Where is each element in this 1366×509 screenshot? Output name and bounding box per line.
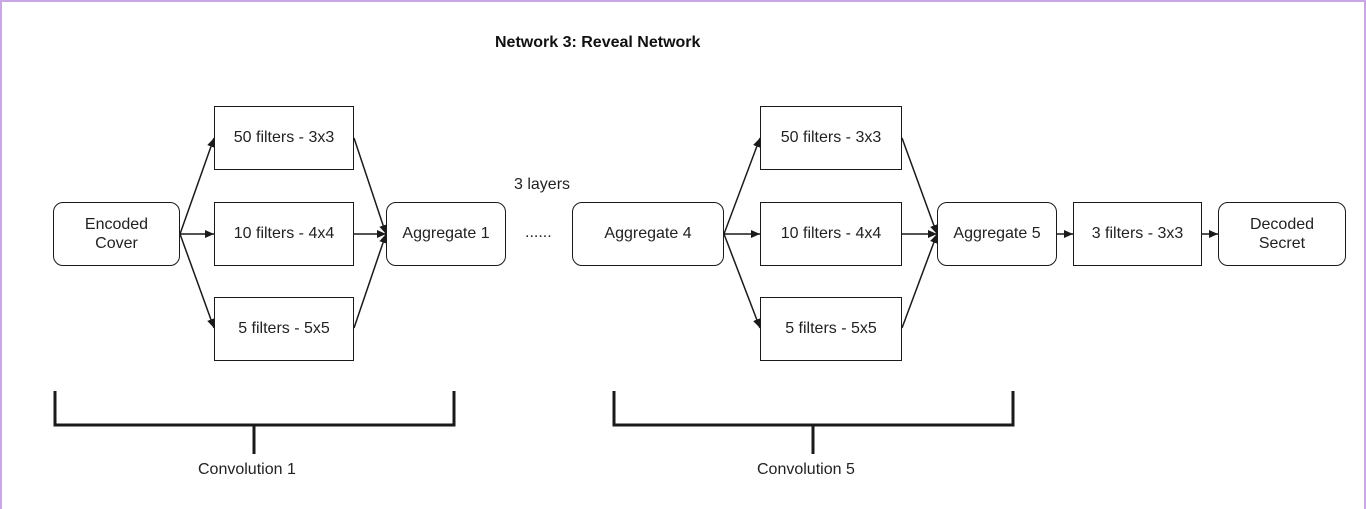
node-c5-filters-5: 5 filters - 5x5 (760, 297, 902, 361)
node-c1-filters-5: 5 filters - 5x5 (214, 297, 354, 361)
node-final-filters: 3 filters - 3x3 (1073, 202, 1202, 266)
edge-c5-f50-to-agg5 (901, 137, 938, 235)
node-aggregate-1: Aggregate 1 (386, 202, 506, 266)
edge-c1-f50-to-agg1 (353, 137, 387, 235)
ellipsis: ...... (525, 224, 552, 241)
node-c5-filters-10: 10 filters - 4x4 (760, 202, 902, 266)
node-aggregate-5: Aggregate 5 (937, 202, 1057, 266)
edge-c1-f5-to-agg1 (353, 233, 387, 329)
node-decoded-secret: Decoded Secret (1218, 202, 1346, 266)
edge-agg4-to-c5-f5 (723, 233, 761, 329)
edge-c5-f5-to-agg5 (901, 233, 938, 329)
bracket-convolution-1 (53, 391, 456, 454)
edge-agg4-to-c5-f50 (723, 137, 761, 235)
node-encoded-cover-line-2: Cover (95, 235, 138, 252)
layers-label: 3 layers (514, 176, 571, 193)
diagram-title: Network 3: Reveal Network (495, 34, 701, 51)
edge-cover-to-c1-f50 (179, 137, 215, 235)
node-encoded-cover-line-1: Encoded (84, 215, 149, 233)
node-decoded-secret-line-1: Decoded (1249, 215, 1315, 233)
node-aggregate-4: Aggregate 4 (572, 202, 724, 266)
bracket-convolution-5 (612, 391, 1015, 454)
node-decoded-secret-line-2: Secret (1258, 235, 1306, 252)
node-c1-filters-10: 10 filters - 4x4 (214, 202, 354, 266)
node-c1-filters-50: 50 filters - 3x3 (214, 106, 354, 170)
node-encoded-cover: Encoded Cover (53, 202, 180, 266)
group-label-convolution-5: Convolution 5 (757, 461, 855, 478)
node-c5-filters-50: 50 filters - 3x3 (760, 106, 902, 170)
group-label-convolution-1: Convolution 1 (198, 461, 296, 478)
edge-cover-to-c1-f5 (179, 233, 215, 329)
